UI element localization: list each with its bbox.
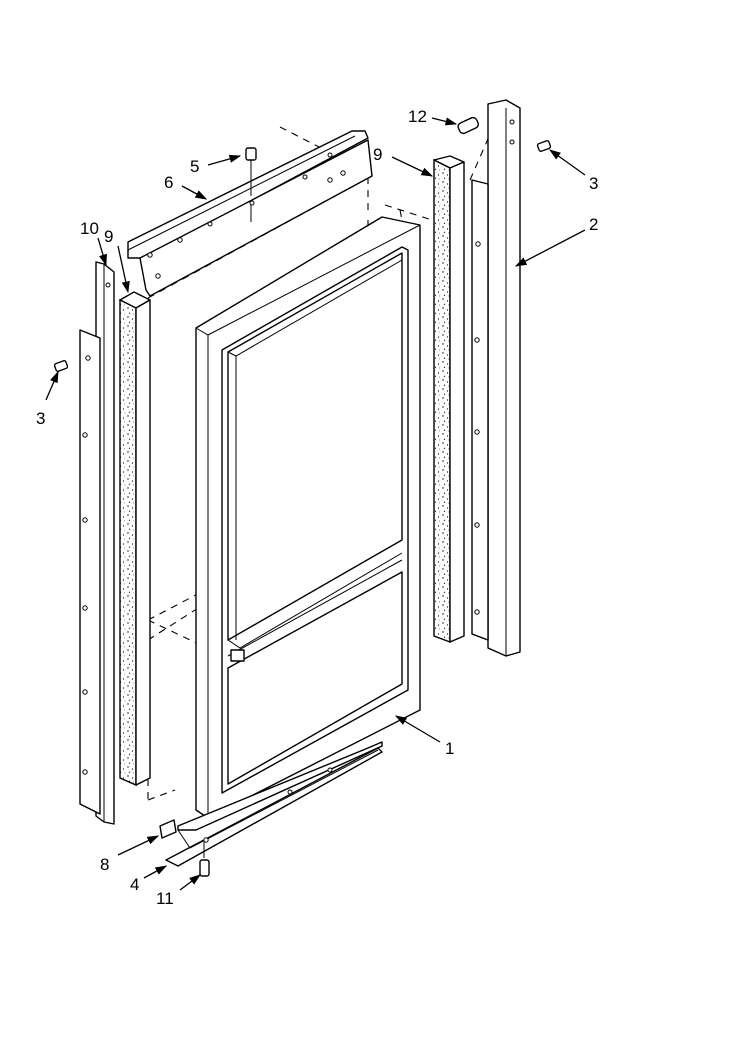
leader-lines bbox=[45, 117, 586, 891]
top-screw bbox=[245, 147, 257, 222]
callout-5: 5 bbox=[190, 157, 199, 176]
right-screw bbox=[536, 140, 552, 152]
callout-labels: 12 5 9 3 6 2 10 9 3 1 8 4 11 bbox=[36, 107, 598, 908]
callout-4: 4 bbox=[130, 875, 139, 894]
callout-8: 8 bbox=[100, 855, 109, 874]
left-screw bbox=[53, 360, 69, 372]
hinge-pin bbox=[457, 116, 479, 135]
door-frame bbox=[195, 216, 421, 819]
callout-6: 6 bbox=[164, 173, 173, 192]
bottom-hinge-bracket bbox=[165, 741, 383, 867]
callout-9-left: 9 bbox=[104, 227, 113, 246]
right-trim-channel bbox=[471, 99, 521, 657]
top-hinge-bracket bbox=[127, 130, 373, 297]
callout-11: 11 bbox=[156, 889, 174, 908]
callout-3-left: 3 bbox=[36, 409, 45, 428]
callout-1: 1 bbox=[445, 739, 454, 758]
left-foam-strip bbox=[119, 291, 151, 787]
callout-12: 12 bbox=[408, 107, 427, 126]
bottom-screw bbox=[199, 842, 210, 877]
right-foam-strip bbox=[433, 155, 465, 644]
callout-3-right: 3 bbox=[589, 174, 598, 193]
bottom-pad bbox=[159, 819, 177, 839]
left-trim-channel bbox=[79, 261, 115, 825]
callout-9-right: 9 bbox=[373, 145, 382, 164]
callout-2: 2 bbox=[589, 215, 598, 234]
callout-10: 10 bbox=[80, 219, 99, 238]
